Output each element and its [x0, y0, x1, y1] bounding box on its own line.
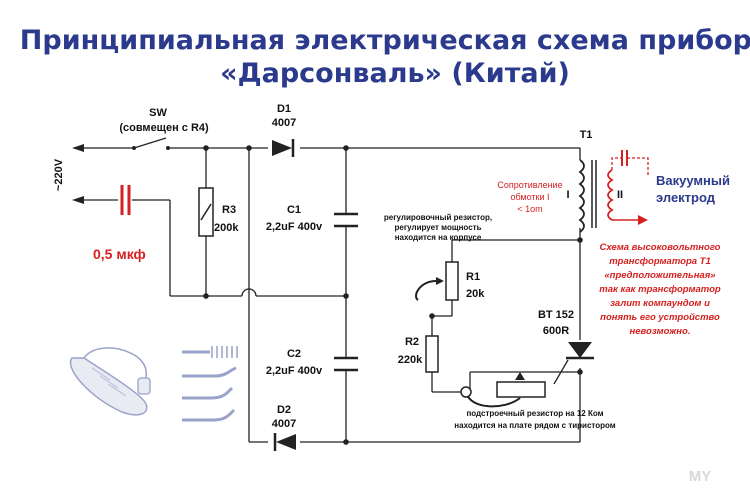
trimmer-note-line1: подстроечный резистор на 12 Ком: [466, 409, 603, 418]
transformer-note-line1: Схема высоковольтного: [600, 242, 721, 253]
transformer-t1-symbol: [578, 150, 649, 233]
regulator-note-line1: регулировочный резистор,: [384, 213, 492, 222]
bt-name: BT 152: [538, 309, 574, 321]
electrode-mushroom-image: [182, 366, 237, 378]
diode-d1-symbol: [272, 139, 295, 157]
d2-name: D2: [277, 404, 291, 416]
c1-name: C1: [287, 204, 301, 216]
sw-note: (совмещен с R4): [119, 122, 209, 134]
d1-value: 4007: [272, 117, 296, 129]
trimmer-note-line2: находится на плате рядом с тиристором: [454, 421, 615, 430]
winding-note-line2: обмотки I: [510, 192, 549, 202]
winding-note-line3: < 1om: [517, 204, 542, 214]
transformer-note-line2: трансформатора Т1: [609, 256, 711, 267]
transformer-note-line4: так как трансформатор: [599, 284, 721, 295]
sw-name: SW: [149, 107, 167, 119]
input-arrow-icon: [72, 196, 84, 204]
external-capacitor-symbol: [120, 185, 131, 215]
title-line2: «Дарсонваль» (Китай): [220, 58, 570, 89]
t1-coil2: II: [617, 189, 623, 201]
resistor-r2-symbol: [425, 335, 439, 373]
regulator-note-line2: регулирует мощность: [395, 223, 482, 232]
r1-name: R1: [466, 271, 480, 283]
plug-image: [137, 377, 151, 395]
electrode-curved-image: [182, 386, 234, 400]
r3-value: 200k: [214, 222, 239, 234]
c2-name: C2: [287, 348, 301, 360]
t1-name: T1: [580, 129, 593, 141]
c2-value: 2,2uF 400v: [266, 365, 323, 377]
cap-ext-label: 0,5 мкф: [93, 246, 146, 262]
input-arrow-icon: [72, 144, 84, 152]
device-illustration: [69, 346, 238, 422]
thyristor-symbol: [566, 342, 594, 360]
transformer-note: Схема высоковольтного трансформатора Т1 …: [599, 242, 721, 337]
resistor-r3-symbol: [198, 187, 214, 237]
d2-value: 4007: [272, 418, 296, 430]
bt-value: 600R: [543, 325, 569, 337]
title-line1: Принципиальная электрическая схема прибо…: [20, 25, 750, 56]
junction-dots: [203, 145, 583, 445]
r2-value: 220k: [398, 354, 423, 366]
watermark-text: MY: [689, 468, 712, 485]
t1-coil1: I: [566, 189, 569, 201]
r3-name: R3: [222, 204, 236, 216]
trimmer-resistor-symbol: [460, 372, 546, 408]
c1-value: 2,2uF 400v: [266, 221, 323, 233]
transformer-note-line7: невозможно.: [630, 326, 691, 337]
transformer-note-line5: залит компаундом и: [610, 298, 710, 309]
capacitor-c1-symbol: [334, 212, 358, 228]
transformer-note-line6: понять его устройство: [600, 312, 720, 323]
wires: [82, 147, 581, 443]
r2-name: R2: [405, 336, 419, 348]
electrode-label-line1: Вакуумный: [656, 173, 730, 188]
r1-value: 20k: [466, 288, 485, 300]
handset-image: [69, 357, 148, 416]
electrode-hook-image: [182, 408, 236, 422]
regulator-note-line3: находится на корпусе: [395, 233, 482, 242]
resistor-r1-symbol: [415, 261, 459, 301]
transformer-note-line3: «предположительная»: [604, 270, 715, 281]
supply-label: ~220V: [53, 158, 65, 191]
switch-symbol: [132, 137, 170, 150]
winding-note-line1: Сопротивление: [497, 180, 562, 190]
electrode-label-line2: электрод: [656, 190, 716, 205]
capacitor-c2-symbol: [334, 356, 358, 372]
d1-name: D1: [277, 103, 291, 115]
diode-d2-symbol: [273, 433, 296, 451]
